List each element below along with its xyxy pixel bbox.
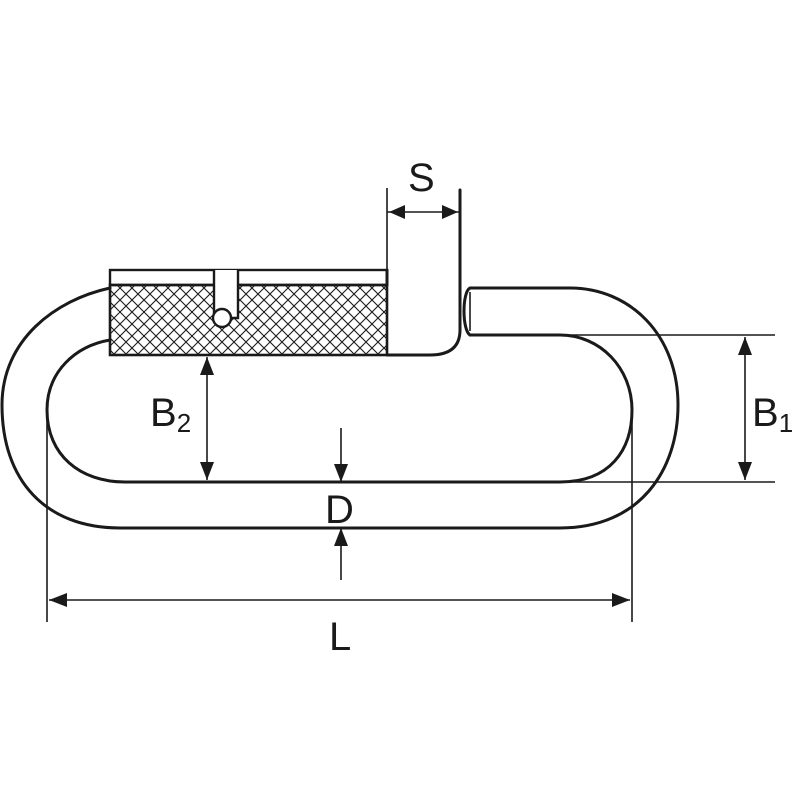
dimension-b1	[565, 334, 775, 483]
label-d: D	[325, 490, 354, 530]
dimension-b2	[200, 357, 214, 480]
label-b2-subscript: 2	[176, 408, 192, 438]
dimension-s	[387, 205, 460, 219]
label-s-letter: S	[408, 156, 435, 200]
label-l: L	[329, 617, 351, 657]
label-b1: B1	[752, 391, 793, 436]
dimension-d	[334, 428, 348, 580]
dimension-l	[46, 410, 633, 622]
label-b2: B2	[150, 391, 191, 436]
link-body	[0, 286, 680, 530]
knurled-sleeve	[108, 268, 389, 357]
label-b2-letter: B	[150, 391, 177, 435]
label-l-letter: L	[329, 615, 352, 659]
label-b1-subscript: 1	[778, 408, 794, 438]
gate-shank	[385, 188, 462, 357]
label-d-letter: D	[325, 488, 354, 532]
label-s: S	[408, 158, 435, 198]
label-b1-letter: B	[752, 391, 779, 435]
